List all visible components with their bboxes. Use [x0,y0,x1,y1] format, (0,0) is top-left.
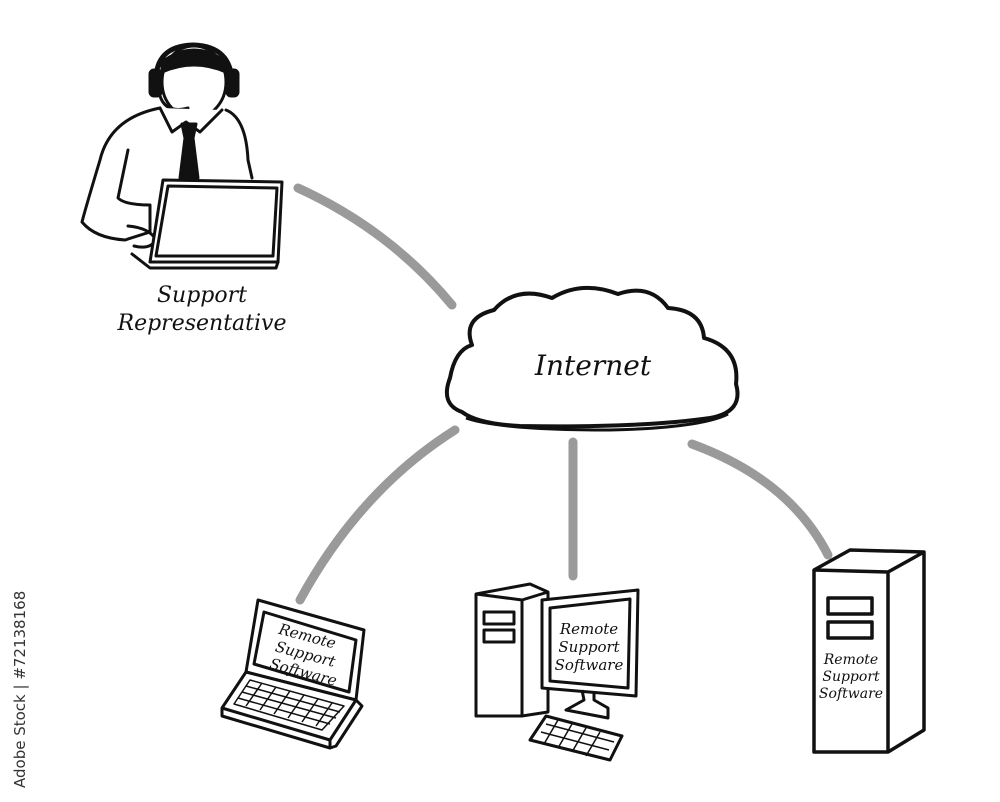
server-label-line2: Support [822,669,880,685]
server-tower [812,548,926,754]
desktop-monitor [540,588,640,698]
edge-internet-server [687,439,833,560]
edge-internet-laptop [295,425,460,605]
internet-label: Internet [534,349,652,382]
desktop-tower [474,582,550,718]
shirt [80,106,162,242]
server-label-line3: Software [819,686,883,702]
internet-cloud: Internet [445,285,740,432]
desktop-client: Remote Support Software [474,582,640,762]
desktop-label-line1: Remote [559,620,618,638]
laptop-client: Remote Support Software [220,598,366,750]
support-representative [80,42,284,270]
cloud-icon [445,285,740,429]
laptop-screen [148,178,284,264]
edge-support-internet [293,183,457,310]
server-client: Remote Support Software [812,548,926,754]
connectors [293,183,833,605]
keyboard-icon [528,714,624,762]
monitor-stand [564,689,610,720]
server-label-line1: Remote [823,652,878,668]
watermark-text: Adobe Stock | #72138168 [11,591,29,788]
laptop-base [130,252,280,270]
stock-watermark: Adobe Stock | #72138168 [11,591,29,788]
desktop-label-line3: Software [555,656,624,674]
keyboard-icon [233,679,345,731]
desktop-label-line2: Support [558,638,620,656]
support-label-line1: Support [157,283,247,308]
support-label-line2: Representative [117,311,287,336]
tie [178,122,200,190]
